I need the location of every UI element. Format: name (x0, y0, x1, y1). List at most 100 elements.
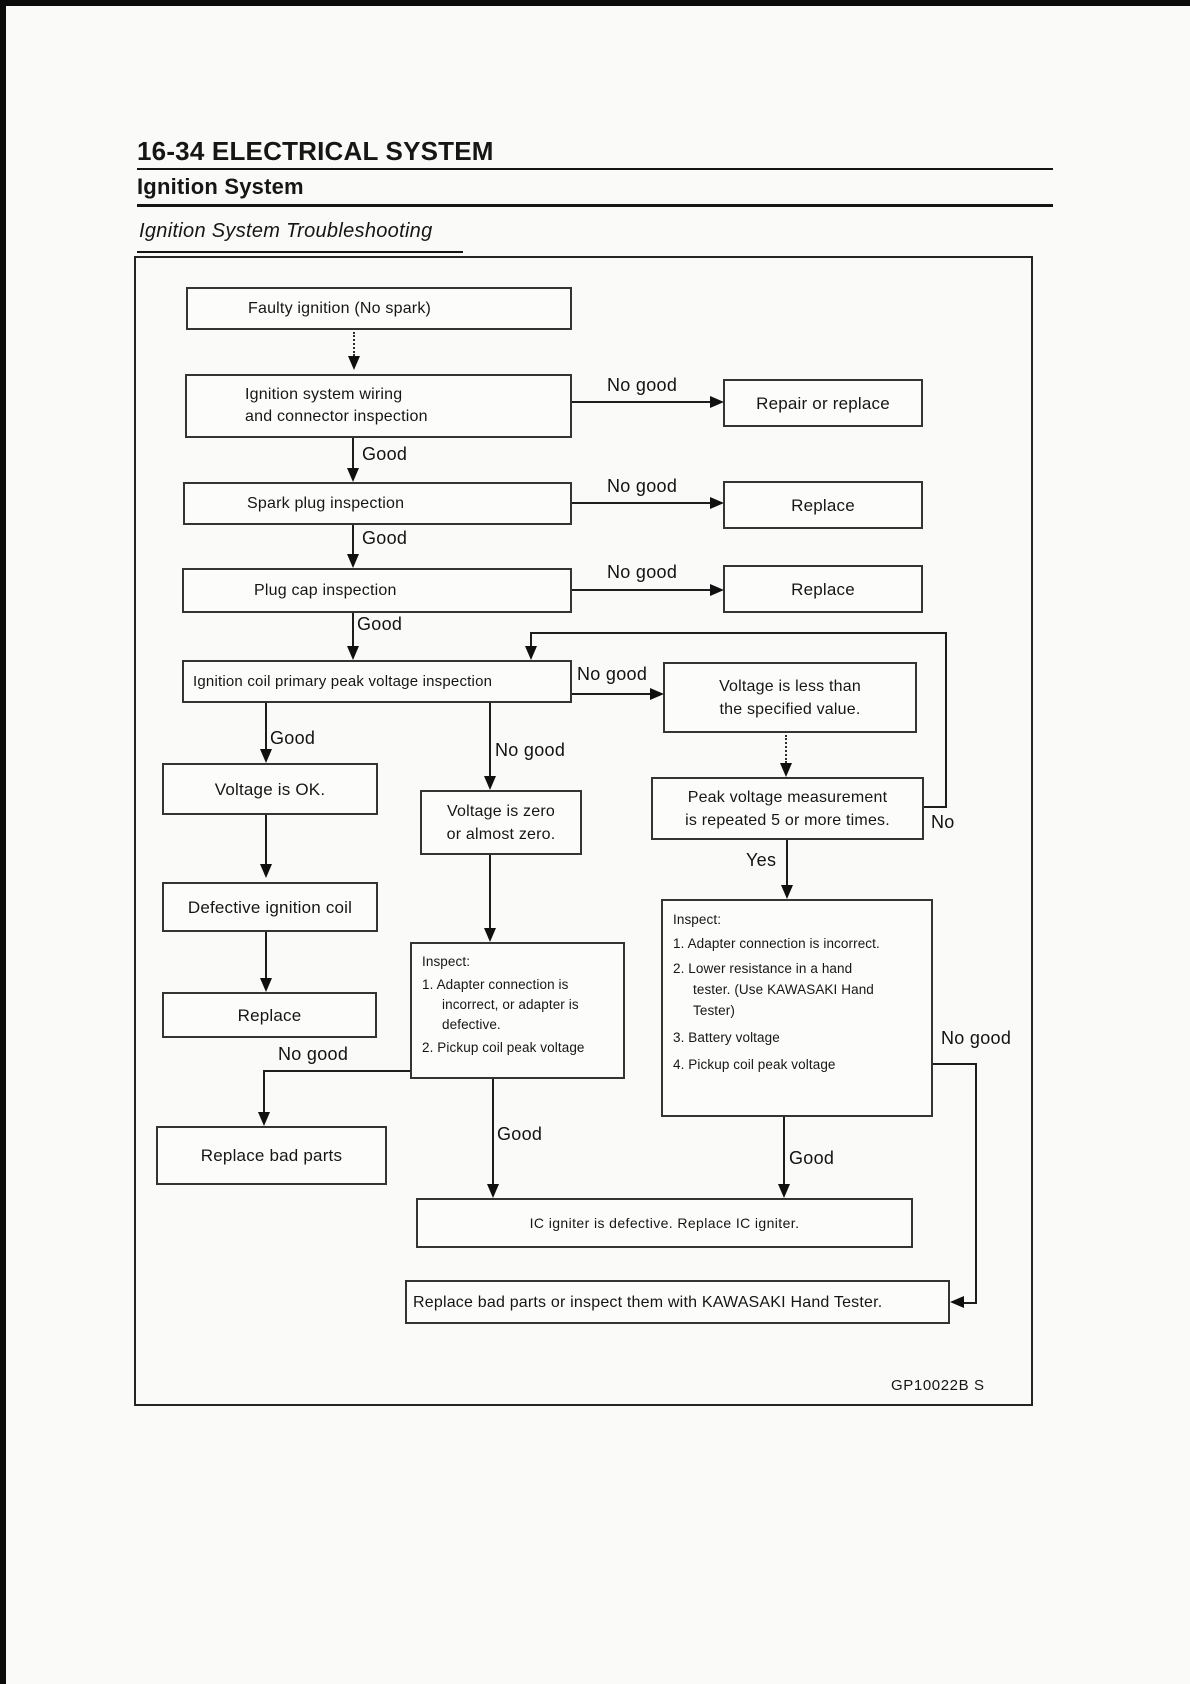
connector-nogood-right-into-bottom (962, 1302, 977, 1304)
arrowhead-into-voltage-less (650, 688, 664, 700)
connector-no-feedback-top (531, 632, 947, 634)
connector-coil-nogood-right (572, 693, 652, 695)
node-label: Replace (791, 579, 855, 599)
connector-vzero-to-inspect (489, 855, 491, 930)
inspect-item: 4. Pickup coil peak voltage (673, 1057, 836, 1072)
inspect-item: 3. Battery voltage (673, 1030, 780, 1045)
edge-label-no-good: No good (607, 562, 678, 582)
node-replace-coil: Replace (162, 992, 377, 1038)
connector-inspect-mid-good (492, 1079, 494, 1186)
node-defective-coil: Defective ignition coil (162, 882, 378, 932)
connector-coil-nogood-mid (489, 703, 491, 778)
arrowhead-into-spark (347, 468, 359, 482)
node-label: Replace (791, 495, 855, 515)
node-voltage-zero: Voltage is zero or almost zero. (420, 790, 582, 855)
arrowhead-into-replace-coil (260, 978, 272, 992)
connector-spark-good (352, 525, 354, 556)
page-title: 16-34 ELECTRICAL SYSTEM (137, 136, 494, 166)
connector-faulty-to-wiring (353, 332, 355, 356)
arrowhead-into-plugcap (347, 554, 359, 568)
connector-nogood-left-drop (263, 1070, 265, 1114)
edge-label-no-good: No good (278, 1044, 349, 1064)
subsection-title: Ignition System Troubleshooting (139, 220, 433, 242)
node-wiring-inspection: Ignition system wiring and connector ins… (185, 374, 572, 438)
edge-label-good: Good (270, 728, 316, 748)
arrowhead-into-wiring (348, 356, 360, 370)
arrowhead-feedback-into-coil (525, 646, 537, 660)
connector-defective-to-replace (265, 932, 267, 980)
inspect-title: Inspect: (422, 954, 471, 969)
scan-edge-left (0, 0, 6, 1684)
node-label: Voltage is OK. (214, 779, 326, 799)
edge-label-no-good: No good (495, 740, 566, 760)
inspect-item: 2. Pickup coil peak voltage (422, 1040, 585, 1055)
edge-label-good: Good (789, 1148, 835, 1168)
connector-nogood-left-elbow (264, 1070, 410, 1072)
subsection-underline (137, 251, 463, 253)
edge-label-no-good: No good (941, 1028, 1012, 1048)
node-voltage-ok: Voltage is OK. (162, 763, 378, 815)
edge-label-good: Good (357, 614, 403, 634)
edge-label-no: No (931, 812, 955, 832)
connector-peak-no-out (924, 806, 947, 808)
arrowhead-into-replace-spark (710, 497, 724, 509)
node-label-line1: Voltage is zero (447, 802, 555, 820)
flowchart-frame (134, 256, 1033, 1406)
arrowhead-into-inspect-adapter (484, 928, 496, 942)
edge-label-yes: Yes (746, 850, 777, 870)
arrowhead-into-repair (710, 396, 724, 408)
scan-edge-top (0, 0, 1190, 6)
inspect-item: 1. Adapter connection is incorrect. (673, 936, 880, 951)
arrowhead-into-inspect-full (781, 885, 793, 899)
node-label-line2: or almost zero. (446, 825, 556, 843)
arrowhead-into-replace-plugcap (710, 584, 724, 596)
arrowhead-into-replace-or-inspect (950, 1296, 964, 1308)
node-label: Replace bad parts or inspect them with K… (413, 1293, 883, 1311)
node-label-line2: is repeated 5 or more times. (685, 811, 890, 829)
node-label: Defective ignition coil (187, 897, 353, 917)
node-label: Replace (237, 1005, 302, 1025)
connector-plugcap-good (352, 613, 354, 648)
node-coil-inspection: Ignition coil primary peak voltage inspe… (182, 660, 572, 703)
connector-plugcap-nogood (572, 589, 712, 591)
figure-code: GP10022B S (891, 1377, 985, 1394)
edge-label-no-good: No good (577, 664, 648, 684)
node-plug-cap-inspection: Plug cap inspection (182, 568, 572, 613)
connector-wiring-good (352, 438, 354, 470)
connector-wiring-nogood (572, 401, 712, 403)
section-title: Ignition System (137, 174, 304, 199)
node-label: Replace bad parts (200, 1146, 343, 1165)
inspect-title: Inspect: (673, 912, 722, 927)
node-replace-spark-plug: Replace (723, 481, 923, 529)
arrowhead-into-voltage-ok (260, 749, 272, 763)
arrowhead-into-voltage-zero (484, 776, 496, 790)
arrowhead-into-coil (347, 646, 359, 660)
arrowhead-right-into-ic (778, 1184, 790, 1198)
node-label-line1: Ignition system wiring (245, 386, 403, 403)
node-voltage-less: Voltage is less than the specified value… (663, 662, 917, 733)
header-rule-top (137, 168, 1053, 170)
node-label: Faulty ignition (No spark) (248, 300, 432, 317)
node-replace-or-inspect: Replace bad parts or inspect them with K… (405, 1280, 950, 1324)
connector-nogood-right-elbow (933, 1063, 977, 1065)
connector-peak-yes (786, 840, 788, 887)
node-replace-bad-parts: Replace bad parts (156, 1126, 387, 1185)
node-label: Spark plug inspection (247, 495, 405, 512)
edge-label-no-good: No good (607, 375, 678, 395)
connector-inspect-full-good (783, 1117, 785, 1186)
header-rule-bottom (137, 204, 1053, 207)
connector-no-feedback-drop (530, 632, 532, 648)
node-spark-plug-inspection: Spark plug inspection (183, 482, 572, 525)
node-peak-repeat: Peak voltage measurement is repeated 5 o… (651, 777, 924, 840)
connector-spark-nogood (572, 502, 712, 504)
connector-vok-to-defective (265, 815, 267, 865)
node-label: IC igniter is defective. Replace IC igni… (529, 1214, 800, 1231)
inspect-item: 1. Adapter connection is incorrect, or a… (422, 977, 579, 1032)
edge-label-good: Good (362, 444, 408, 464)
node-inspect-adapter: Inspect: 1. Adapter connection is incorr… (410, 942, 625, 1079)
node-label-line1: Peak voltage measurement (687, 788, 888, 806)
node-label: Ignition coil primary peak voltage inspe… (193, 673, 493, 690)
arrowhead-into-defective (260, 864, 272, 878)
node-label: Repair or replace (756, 393, 890, 413)
